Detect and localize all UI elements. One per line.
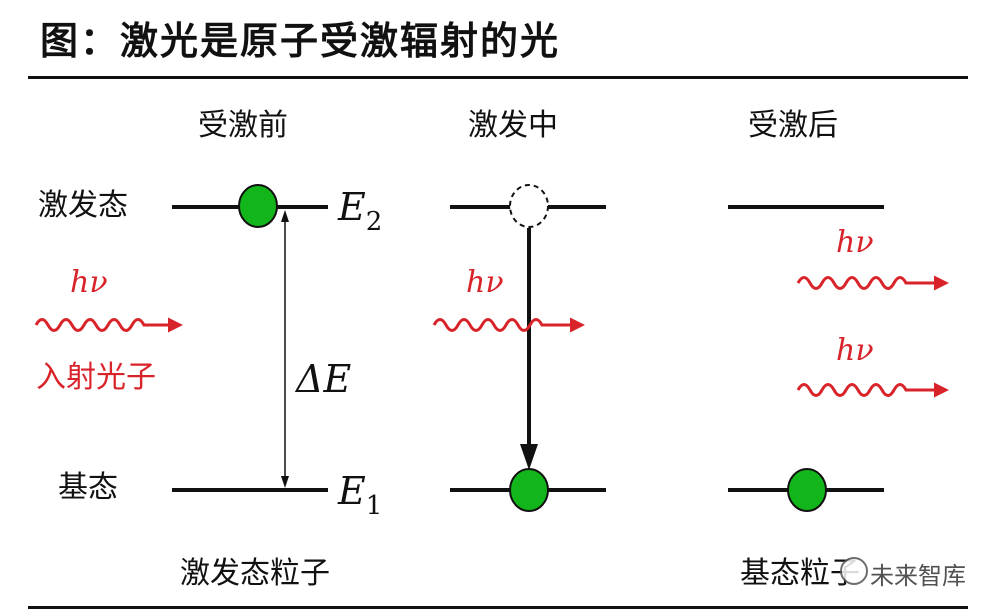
particle-excited-before [238, 184, 278, 228]
watermark-logo-icon [840, 557, 868, 585]
hv-label-during: hν [466, 265, 504, 300]
particle-ground-during [509, 468, 549, 512]
incident-photon-label: 入射光子 [36, 360, 156, 395]
hv-label-after-2: hν [836, 333, 874, 368]
particle-ground-after [787, 468, 827, 512]
photon-wave-during [432, 317, 585, 333]
transition-arrowhead [520, 444, 538, 470]
figure-title: 图：激光是原子受激辐射的光 [40, 19, 561, 63]
column-header-before: 受激前 [198, 108, 288, 143]
column-header-during: 激发中 [468, 108, 558, 143]
photon-wave-after-2 [796, 382, 949, 398]
watermark-text: 未来智库 [870, 562, 966, 590]
delta-e-arrowhead-bottom [281, 476, 289, 488]
caption-excited-particle: 激发态粒子 [180, 556, 330, 591]
excited-state-label: 激发态 [38, 188, 128, 223]
delta-e-label: ΔE [294, 357, 351, 401]
ground-state-label: 基态 [58, 470, 118, 505]
e1-label: E1 [337, 469, 382, 521]
e2-label: E2 [337, 185, 382, 237]
photon-wave-incident [34, 317, 183, 333]
column-header-after: 受激后 [748, 108, 838, 143]
hv-label-after-1: hν [836, 225, 874, 260]
photon-wave-after-1 [796, 275, 949, 291]
top-divider [28, 76, 968, 79]
delta-e-arrowhead-top [281, 210, 289, 222]
bottom-divider [28, 606, 968, 609]
hv-label-incident: hν [70, 265, 108, 300]
particle-vacated-during [509, 184, 549, 228]
